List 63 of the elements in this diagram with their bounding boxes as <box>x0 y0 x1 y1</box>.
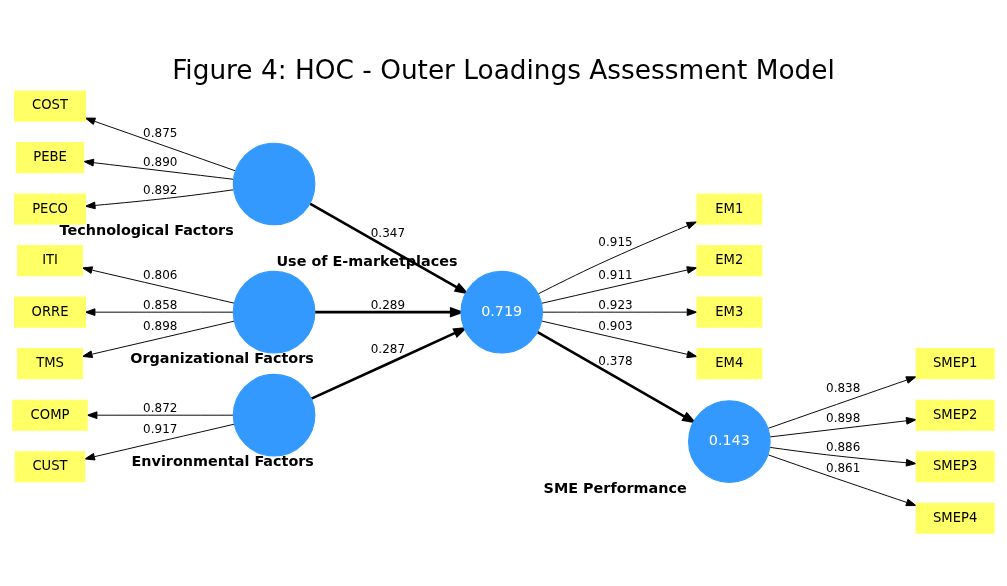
edge-label: 0.289 <box>370 297 406 312</box>
node-circle <box>232 142 316 226</box>
arrow <box>82 266 235 304</box>
edge-label: 0.886 <box>826 440 861 455</box>
node-box: COMP <box>12 399 88 431</box>
arrow <box>767 376 917 429</box>
node-circle <box>232 270 316 354</box>
arrow <box>536 330 697 424</box>
edge-label: 0.903 <box>598 319 633 334</box>
diagram-title: Figure 4: HOC - Outer Loadings Assessment Model <box>172 54 835 85</box>
node-circle: 0.143 <box>688 400 771 483</box>
edge-label: 0.890 <box>143 155 178 170</box>
node-box: PEBE <box>15 142 85 174</box>
node-box: EM4 <box>696 348 763 380</box>
node-box: SMEP2 <box>915 399 995 431</box>
edge-label: 0.917 <box>143 422 178 437</box>
node-box: COST <box>14 90 86 122</box>
edge-label: 0.872 <box>143 400 178 415</box>
arrow <box>769 416 917 438</box>
node-label: Environmental Factors <box>131 453 314 470</box>
arrow <box>82 320 235 358</box>
node-box: EM1 <box>696 193 763 225</box>
arrow <box>767 454 917 507</box>
node-label: Organizational Factors <box>130 350 314 367</box>
node-box: EM3 <box>696 296 763 328</box>
arrow <box>84 189 234 210</box>
arrow <box>769 446 917 467</box>
edge-label: 0.923 <box>598 297 633 312</box>
edge-label: 0.861 <box>826 460 861 475</box>
node-box: ORRE <box>14 296 86 328</box>
edge-label: 0.915 <box>598 235 633 250</box>
node-box: ITI <box>17 245 83 277</box>
node-label: SME Performance <box>543 479 687 496</box>
edge-label: 0.806 <box>143 267 178 282</box>
edge-label: 0.898 <box>143 319 178 334</box>
node-circle <box>232 373 316 457</box>
node-box: PECO <box>14 193 86 225</box>
node-box: SMEP1 <box>915 348 995 380</box>
arrow <box>86 411 234 420</box>
node-box: TMS <box>17 348 83 380</box>
edge-label: 0.287 <box>370 341 406 356</box>
edge-label: 0.892 <box>143 182 178 197</box>
arrow <box>542 308 698 316</box>
node-box: CUST <box>14 451 86 483</box>
edge-label: 0.875 <box>143 126 178 141</box>
node-circle: 0.719 <box>460 270 544 354</box>
arrow <box>84 308 234 316</box>
node-box: EM2 <box>696 245 763 277</box>
edge-label: 0.838 <box>826 381 861 396</box>
arrow <box>84 117 236 172</box>
arrow <box>537 221 697 295</box>
arrow <box>83 158 234 180</box>
node-box: SMEP3 <box>915 451 995 483</box>
arrow <box>541 320 698 359</box>
arrow <box>84 423 235 461</box>
edge-label: 0.378 <box>598 353 633 368</box>
arrow <box>541 266 698 304</box>
node-label: Technological Factors <box>59 222 234 239</box>
edge-label: 0.898 <box>826 411 861 426</box>
edge-label: 0.911 <box>598 267 633 282</box>
edge-label: 0.858 <box>143 297 178 312</box>
edge-label: 0.347 <box>370 225 406 240</box>
node-box: SMEP4 <box>915 502 995 534</box>
